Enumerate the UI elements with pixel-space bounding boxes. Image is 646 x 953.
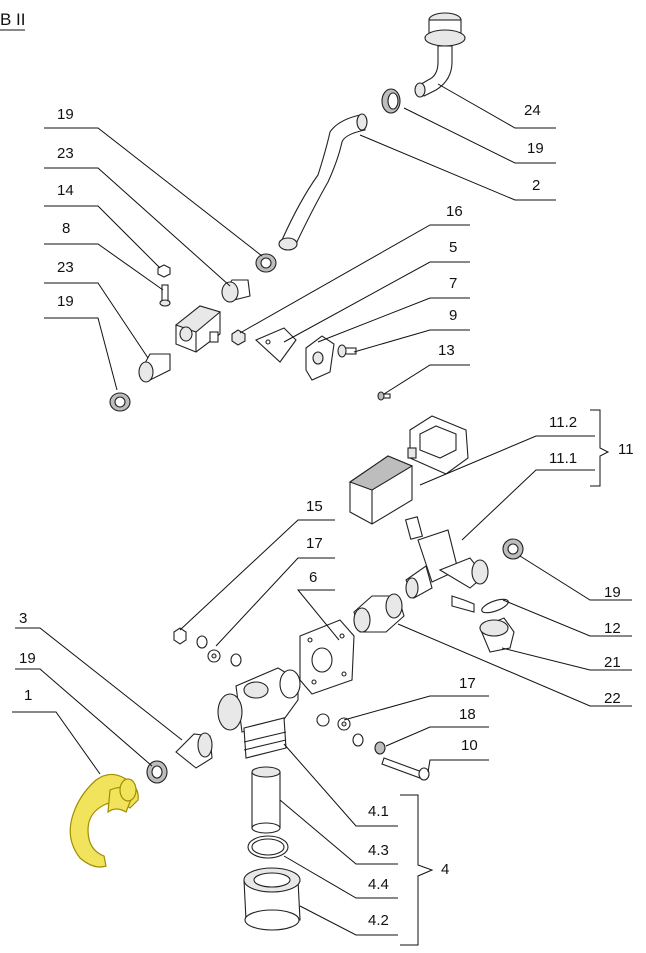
callout-16: 16 [446,203,463,220]
callout-15: 15 [306,498,323,515]
part-17-washers-a [196,635,242,667]
callout-13: 13 [438,342,455,359]
part-12-o-ring [481,598,509,614]
part-21-cap [479,617,515,653]
part-23-hose-nipple-b [138,353,171,383]
callout-18: 18 [459,706,476,723]
callout-23-a: 23 [57,145,74,162]
part-14-nut [157,264,171,278]
callout-19-e: 19 [19,650,36,667]
callout-23-b: 23 [57,259,74,276]
part-4-3-o-ring [247,835,289,859]
callout-24: 24 [524,102,541,119]
part-1-hose-highlighted [69,773,139,868]
callout-3: 3 [19,610,27,627]
part-6-plate [299,619,355,695]
callout-4: 4 [441,861,449,878]
part-valve-block [174,305,222,353]
callout-4-2: 4.2 [368,912,389,929]
callout-19-c: 19 [57,293,74,310]
callout-1: 1 [24,687,32,704]
callout-4-1: 4.1 [368,803,389,820]
callout-19-b: 19 [57,106,74,123]
part-22-connector [353,593,405,633]
part-19-clamp-d [502,538,524,560]
part-19-clamp-top [381,88,401,114]
part-9-bolt [337,344,357,358]
part-3-hose-nipple [175,732,213,769]
callout-11-2: 11.2 [549,414,577,431]
callout-10: 10 [461,737,478,754]
callout-11-1: 11.1 [549,450,577,467]
callout-labels: 24 19 2 19 23 14 8 23 19 16 5 7 9 13 11.… [19,102,634,929]
part-7-mount [305,335,335,381]
part-5-bracket [255,327,297,363]
callout-19-top: 19 [527,140,544,157]
part-solenoid-valve-body [404,516,489,613]
part-4-1-sleeve [251,766,281,834]
part-10-bolt [381,757,430,781]
part-15-nut [173,627,187,645]
part-19-clamp-c [109,392,131,412]
part-16-nut [231,329,246,346]
callout-12: 12 [604,620,621,637]
callout-17-b: 17 [459,675,476,692]
callout-2: 2 [532,177,540,194]
part-4-2-bowl [243,867,301,931]
callout-19-d: 19 [604,584,621,601]
part-17-washers-b [316,713,364,747]
callout-21: 21 [604,654,621,671]
diagram-title: B II [0,10,26,29]
callout-4-3: 4.3 [368,842,389,859]
part-23-hose-nipple-a [221,279,251,303]
part-2-hose [278,113,368,251]
callout-5: 5 [449,239,457,256]
callout-6: 6 [309,569,317,586]
callout-17-a: 17 [306,535,323,552]
callout-7: 7 [449,275,457,292]
callout-9: 9 [449,307,457,324]
part-13-small-screw [377,391,391,401]
callout-22: 22 [604,690,621,707]
leader-lines [12,83,632,946]
callout-11: 11 [618,441,634,458]
callout-4-4: 4.4 [368,876,389,893]
part-19-clamp-b [255,253,277,273]
callout-8: 8 [62,220,70,237]
part-18-washer [374,741,386,755]
part-4-filter-housing [217,667,301,759]
part-24-elbow-connector [414,12,466,98]
part-19-clamp-e [146,760,168,784]
part-8-screw [159,284,171,307]
part-11-1-solenoid-coil [348,455,414,525]
part-11-2-connector-plug [407,415,469,475]
callout-14: 14 [57,182,74,199]
